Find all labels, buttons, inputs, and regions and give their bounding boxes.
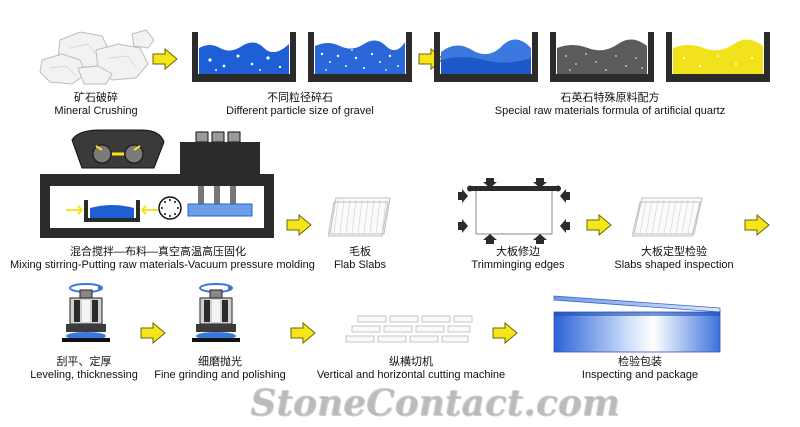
watermark-text: StoneContact.com	[250, 382, 620, 424]
caption-en: Leveling, thicknessing	[30, 369, 138, 381]
caption-zh: 细磨抛光	[198, 356, 242, 368]
caption-zh: 不同粒径碎石	[267, 92, 333, 104]
caption-en: Vertical and horizontal cutting machine	[316, 369, 506, 381]
caption-zh: 纵横切机	[389, 356, 433, 368]
caption-zh: 大板定型检验	[641, 246, 707, 258]
polishing-machine-illustration	[192, 283, 240, 342]
caption-zh: 检验包装	[618, 356, 662, 368]
step-caption-crushing: 矿石破碎 Mineral Crushing	[36, 92, 156, 118]
rocks-illustration	[39, 29, 155, 85]
step-caption-inspection: 大板定型检验 Slabs shaped inspection	[604, 246, 744, 272]
caption-zh: 混合搅拌—布料—真空高温高压固化	[70, 246, 246, 258]
cut-pieces-illustration	[345, 315, 473, 343]
arrow-icon	[286, 214, 312, 236]
step-caption-polishing: 细磨抛光 Fine grinding and polishing	[150, 356, 290, 382]
step-caption-packaging: 检验包装 Inspecting and package	[560, 356, 720, 382]
caption-en: Special raw materials formula of artific…	[494, 105, 726, 117]
caption-zh: 刮平、定厚	[56, 356, 112, 368]
tray-gray	[550, 32, 654, 82]
package-box-illustration	[553, 295, 721, 353]
tray-yellow	[666, 32, 770, 82]
arrow-icon	[152, 48, 178, 70]
arrow-icon	[586, 214, 612, 236]
arrow-icon	[744, 214, 770, 236]
shaped-slabs-illustration	[632, 197, 703, 237]
caption-zh: 石英石特殊原料配方	[560, 92, 660, 104]
arrow-icon	[140, 322, 166, 344]
step-caption-flab: 毛板 Flab Slabs	[320, 246, 400, 272]
caption-zh: 矿石破碎	[74, 92, 118, 104]
caption-en: Different particle size of gravel	[226, 105, 374, 117]
caption-en: Slabs shaped inspection	[614, 259, 734, 271]
tray-blue-coarse	[192, 32, 296, 82]
caption-en: Mixing stirring-Putting raw materials-Va…	[10, 259, 315, 271]
caption-en: Fine grinding and polishing	[154, 369, 286, 381]
caption-zh: 大板修边	[496, 246, 540, 258]
step-caption-trimming: 大板修边 Trimminging edges	[454, 246, 582, 272]
caption-zh: 毛板	[349, 246, 371, 258]
arrow-icon	[492, 322, 518, 344]
step-caption-cutting: 纵横切机 Vertical and horizontal cutting mac…	[306, 356, 516, 382]
molding-machine-illustration	[40, 129, 274, 238]
caption-en: Mineral Crushing	[54, 105, 138, 117]
tray-blue-mix	[434, 32, 538, 82]
step-caption-formula: 石英石特殊原料配方 Special raw materials formula …	[470, 92, 750, 118]
trimming-illustration	[458, 178, 570, 244]
step-caption-leveling: 刮平、定厚 Leveling, thicknessing	[24, 356, 144, 382]
caption-en: Trimminging edges	[471, 259, 565, 271]
caption-en: Flab Slabs	[334, 259, 386, 271]
step-caption-gravel: 不同粒径碎石 Different particle size of gravel	[200, 92, 400, 118]
step-caption-molding: 混合搅拌—布料—真空高温高压固化 Mixing stirring-Putting…	[10, 246, 315, 272]
leveling-machine-illustration	[62, 283, 110, 342]
arrow-icon	[290, 322, 316, 344]
caption-en: Inspecting and package	[581, 369, 699, 381]
flab-slabs-illustration	[328, 197, 391, 237]
tray-blue-fine	[308, 32, 412, 82]
